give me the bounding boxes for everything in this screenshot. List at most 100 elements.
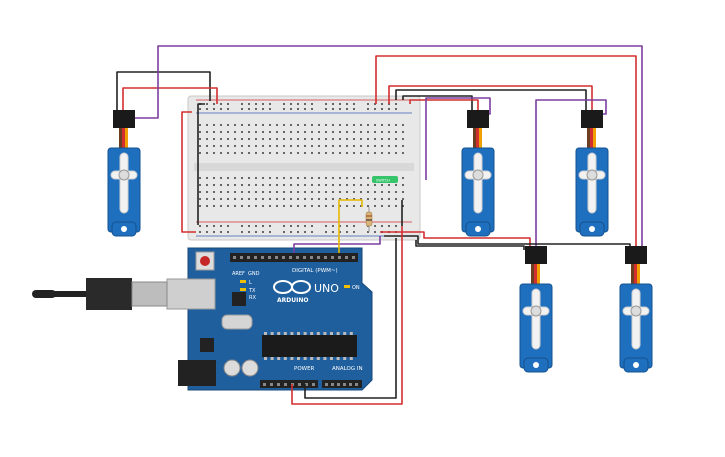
breadboard-hole bbox=[353, 152, 355, 154]
breadboard-hole bbox=[381, 205, 383, 207]
rail-hole bbox=[262, 225, 264, 227]
header-pin bbox=[282, 256, 285, 259]
breadboard-hole bbox=[255, 131, 257, 133]
rail-hole bbox=[332, 108, 334, 110]
breadboard-hole bbox=[269, 198, 271, 200]
header-pin bbox=[240, 256, 243, 259]
rail-hole bbox=[248, 108, 250, 110]
breadboard-hole bbox=[325, 138, 327, 140]
breadboard-hole bbox=[374, 138, 376, 140]
breadboard-hole bbox=[304, 191, 306, 193]
header-pin bbox=[325, 383, 328, 386]
rail-hole bbox=[199, 225, 201, 227]
servo-shaft bbox=[530, 305, 542, 317]
rail-hole bbox=[283, 231, 285, 233]
rail-hole bbox=[269, 103, 271, 105]
breadboard-hole bbox=[325, 191, 327, 193]
breadboard-hole bbox=[269, 138, 271, 140]
servo-cable-orange bbox=[637, 264, 640, 284]
breadboard-hole bbox=[367, 152, 369, 154]
servo-4[interactable] bbox=[519, 246, 553, 373]
rail-hole bbox=[346, 103, 348, 105]
servo-2[interactable] bbox=[461, 110, 495, 237]
servo-horn bbox=[631, 288, 641, 350]
breadboard-hole bbox=[248, 198, 250, 200]
header-pin bbox=[261, 256, 264, 259]
breadboard-hole bbox=[248, 191, 250, 193]
rail-hole bbox=[381, 108, 383, 110]
breadboard-hole bbox=[206, 184, 208, 186]
rail-hole bbox=[255, 108, 257, 110]
rail-hole bbox=[206, 108, 208, 110]
breadboard-hole bbox=[402, 198, 404, 200]
usb-plug-metal bbox=[131, 281, 168, 307]
breadboard-hole bbox=[395, 138, 397, 140]
rail-hole bbox=[213, 231, 215, 233]
rail-hole bbox=[367, 103, 369, 105]
rail-hole bbox=[381, 225, 383, 227]
breadboard-hole bbox=[360, 205, 362, 207]
breadboard-hole bbox=[199, 124, 201, 126]
servo-cable-brown bbox=[587, 128, 590, 148]
breadboard-hole bbox=[262, 124, 264, 126]
servo-horn bbox=[119, 152, 129, 214]
rail-hole bbox=[367, 231, 369, 233]
breadboard-hole bbox=[248, 124, 250, 126]
rail-hole bbox=[227, 231, 229, 233]
push-button[interactable] bbox=[372, 176, 398, 183]
rail-hole bbox=[339, 108, 341, 110]
breadboard-hole bbox=[290, 145, 292, 147]
chip-pin bbox=[270, 332, 274, 335]
rail-hole bbox=[206, 103, 208, 105]
breadboard-hole bbox=[297, 184, 299, 186]
breadboard-hole bbox=[220, 124, 222, 126]
breadboard-hole bbox=[227, 138, 229, 140]
chip-pin bbox=[323, 332, 327, 335]
header-pin bbox=[352, 256, 355, 259]
rail-hole bbox=[290, 108, 292, 110]
chip-pin bbox=[330, 357, 333, 360]
breadboard-hole bbox=[248, 205, 250, 207]
rail-hole bbox=[339, 225, 341, 227]
atmega-chip bbox=[262, 335, 357, 357]
servo-1[interactable] bbox=[107, 110, 141, 237]
servo-shaft bbox=[630, 305, 642, 317]
breadboard-hole bbox=[332, 177, 334, 179]
breadboard-hole bbox=[388, 205, 390, 207]
header-pin bbox=[345, 256, 348, 259]
breadboard-hole bbox=[290, 152, 292, 154]
breadboard-hole bbox=[297, 131, 299, 133]
rail-hole bbox=[290, 225, 292, 227]
servo-shaft bbox=[472, 169, 484, 181]
breadboard-hole bbox=[367, 198, 369, 200]
breadboard-hole bbox=[283, 184, 285, 186]
reset-button-cap[interactable] bbox=[200, 256, 210, 266]
breadboard-hole bbox=[297, 152, 299, 154]
breadboard-hole bbox=[374, 152, 376, 154]
header-pin bbox=[254, 256, 257, 259]
rail-hole bbox=[332, 231, 334, 233]
breadboard-hole bbox=[325, 198, 327, 200]
rail-hole bbox=[353, 231, 355, 233]
breadboard-hole bbox=[381, 184, 383, 186]
breadboard-hole bbox=[213, 205, 215, 207]
wire-servo1-gnd bbox=[116, 71, 211, 110]
rail-hole bbox=[311, 231, 313, 233]
breadboard-hole bbox=[374, 184, 376, 186]
servo-5[interactable] bbox=[619, 246, 653, 373]
breadboard-hole bbox=[255, 177, 257, 179]
breadboard-hole bbox=[332, 124, 334, 126]
breadboard-hole bbox=[395, 191, 397, 193]
breadboard-hole bbox=[402, 184, 404, 186]
breadboard-hole bbox=[395, 205, 397, 207]
servo-mount-hole bbox=[589, 226, 595, 232]
breadboard-hole bbox=[206, 205, 208, 207]
breadboard-hole bbox=[318, 124, 320, 126]
breadboard-hole bbox=[220, 198, 222, 200]
servo-mount-hole bbox=[533, 362, 539, 368]
servo-3[interactable] bbox=[575, 110, 609, 237]
breadboard-hole bbox=[276, 205, 278, 207]
breadboard-hole bbox=[353, 124, 355, 126]
power-label: POWER bbox=[294, 366, 315, 372]
